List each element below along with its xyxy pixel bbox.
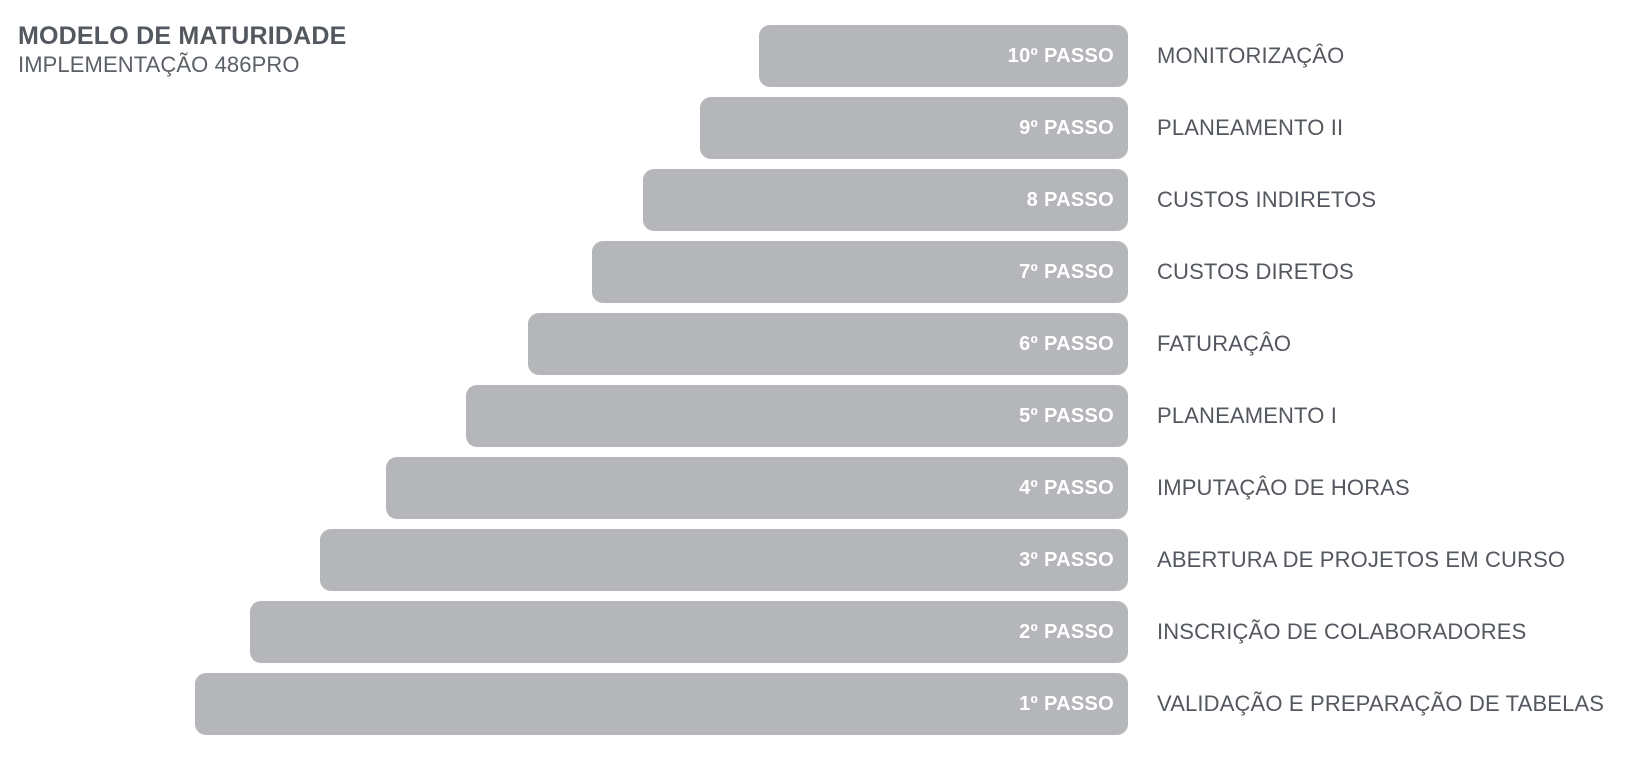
step-name-label: IMPUTAÇÂO DE HORAS — [1157, 475, 1410, 500]
step-bar[interactable]: 7º PASSO — [592, 241, 1128, 303]
step-name-label: FATURAÇÂO — [1157, 331, 1292, 356]
step-row[interactable]: 10º PASSO MONITORIZAÇÂO — [0, 25, 1643, 87]
step-row[interactable]: 3º PASSO ABERTURA DE PROJETOS EM CURSO — [0, 529, 1643, 591]
title-block: MODELO DE MATURIDADE IMPLEMENTAÇÃO 486PR… — [18, 22, 698, 78]
step-name-label: ABERTURA DE PROJETOS EM CURSO — [1157, 547, 1566, 572]
step-name-label: VALIDAÇÃO E PREPARAÇÃO DE TABELAS — [1157, 691, 1605, 716]
step-number-label: 1º PASSO — [1019, 693, 1114, 715]
step-number-label: 6º PASSO — [1019, 333, 1114, 355]
step-bar[interactable]: 8 PASSO — [643, 169, 1128, 231]
step-bar[interactable]: 4º PASSO — [386, 457, 1128, 519]
step-bar[interactable]: 9º PASSO — [700, 97, 1128, 159]
page-title: MODELO DE MATURIDADE — [18, 22, 347, 50]
step-row[interactable]: 8 PASSO CUSTOS INDIRETOS — [0, 169, 1643, 231]
step-row[interactable]: 1º PASSO VALIDAÇÃO E PREPARAÇÃO DE TABELA… — [0, 673, 1643, 735]
step-row[interactable]: 9º PASSO PLANEAMENTO II — [0, 97, 1643, 159]
step-number-label: 10º PASSO — [1007, 45, 1114, 67]
page-subtitle: IMPLEMENTAÇÃO 486PRO — [18, 52, 300, 77]
step-name-label: PLANEAMENTO I — [1157, 403, 1338, 428]
step-number-label: 9º PASSO — [1019, 117, 1114, 139]
step-number-label: 2º PASSO — [1019, 621, 1114, 643]
step-name-label: MONITORIZAÇÂO — [1157, 43, 1345, 68]
step-number-label: 7º PASSO — [1019, 261, 1114, 283]
step-number-label: 3º PASSO — [1019, 549, 1114, 571]
step-bar[interactable]: 6º PASSO — [528, 313, 1128, 375]
step-bar[interactable]: 1º PASSO — [195, 673, 1128, 735]
step-bar[interactable]: 5º PASSO — [466, 385, 1128, 447]
step-name-label: INSCRIÇÃO DE COLABORADORES — [1157, 619, 1527, 644]
step-name-label: CUSTOS INDIRETOS — [1157, 187, 1377, 212]
step-row[interactable]: 6º PASSO FATURAÇÂO — [0, 313, 1643, 375]
step-row[interactable]: 4º PASSO IMPUTAÇÂO DE HORAS — [0, 457, 1643, 519]
step-number-label: 8 PASSO — [1026, 189, 1114, 211]
step-number-label: 4º PASSO — [1019, 477, 1114, 499]
step-number-label: 5º PASSO — [1019, 405, 1114, 427]
step-bar[interactable]: 3º PASSO — [320, 529, 1128, 591]
step-row[interactable]: 7º PASSO CUSTOS DIRETOS — [0, 241, 1643, 303]
step-name-label: PLANEAMENTO II — [1157, 115, 1344, 140]
step-bar[interactable]: 10º PASSO — [759, 25, 1128, 87]
step-row[interactable]: 5º PASSO PLANEAMENTO I — [0, 385, 1643, 447]
step-row[interactable]: 2º PASSO INSCRIÇÃO DE COLABORADORES — [0, 601, 1643, 663]
step-bar[interactable]: 2º PASSO — [250, 601, 1128, 663]
step-name-label: CUSTOS DIRETOS — [1157, 259, 1354, 284]
